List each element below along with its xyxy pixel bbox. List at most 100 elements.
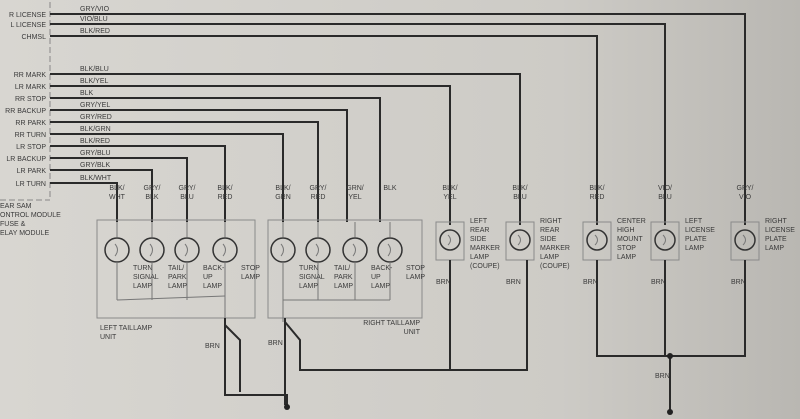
bulb-icon [439, 229, 461, 251]
lamp-label: TAIL/ [334, 265, 350, 272]
ground-wire-label: BRN [268, 340, 283, 347]
wire-color-label: VIO [739, 194, 752, 201]
lamp-label: MARKER [540, 245, 570, 252]
lamp-label: PARK [334, 274, 353, 281]
lamp-label: LAMP [299, 283, 318, 290]
ground-wire [284, 260, 528, 371]
wire-color-label: BLK/ [275, 185, 290, 192]
module-pin-label: LR MARK [15, 84, 46, 91]
lamp-label: LAMP [203, 283, 222, 290]
wire-color-label: GRY/RED [80, 114, 112, 121]
splice-point [667, 353, 673, 359]
module-pin-label: L LICENSE [10, 22, 46, 29]
lamp-label: (COUPE) [470, 263, 500, 270]
wire-trace [50, 157, 188, 222]
wire-color-label: VIO/ [658, 185, 672, 192]
unit-name: LEFT TAILLAMP [100, 325, 152, 332]
unit-name: UNIT [100, 334, 117, 341]
ground-wire-label: BRN [583, 279, 598, 286]
bulb-icon [509, 229, 531, 251]
ground-point [667, 409, 673, 415]
wire-color-label: GRY/VIO [80, 6, 110, 13]
lamp-label: STOP [617, 245, 636, 252]
wire-trace [50, 121, 319, 222]
module-name: FUSE & [0, 221, 26, 228]
wire-color-label: BLK/ [589, 185, 604, 192]
wire-trace [50, 97, 381, 222]
lamp-label: SIDE [470, 236, 487, 243]
lamp-label: SIDE [540, 236, 557, 243]
wire-color-label: BLK/WHT [80, 175, 112, 182]
ground-wire-label: BRN [506, 279, 521, 286]
left-unit: BLK/WHTTURNSIGNALLAMPGRY/BLKTAIL/PARKLAM… [96, 185, 260, 341]
wire-color-label: BLK/BLU [80, 66, 109, 73]
wire-color-label: BLK/ [512, 185, 527, 192]
wire-color-label: GRY/ [310, 185, 327, 192]
lamp-label: CENTER [617, 218, 646, 225]
wire-color-label: YEL [443, 194, 456, 201]
lamp-label: LAMP [371, 283, 390, 290]
unit-name: UNIT [404, 329, 421, 336]
module-name: ONTROL MODULE [0, 212, 61, 219]
wire-trace [50, 73, 521, 225]
lamp-label: BACK- [203, 265, 225, 272]
ground-circuit: BRN BRN BRN [205, 260, 746, 415]
lamp-label: LICENSE [765, 227, 795, 234]
lamp-label: UP [371, 274, 381, 281]
lamp-label: SIGNAL [299, 274, 325, 281]
module-pin-label: R LICENSE [9, 12, 46, 19]
ground-wire-label: BRN [731, 279, 746, 286]
wire-r-license: R LICENSE GRY/VIO [9, 6, 746, 225]
lamp-label: TURN [299, 265, 318, 272]
lamp-label: STOP [406, 265, 425, 272]
wire-trace [50, 23, 666, 225]
lamp-label: RIGHT [540, 218, 563, 225]
wire-color-label: GRY/ [179, 185, 196, 192]
lamp-label: LICENSE [685, 227, 715, 234]
lamp-label: BACK- [371, 265, 393, 272]
lamp-label: LAMP [241, 274, 260, 281]
unit-outline [96, 219, 256, 319]
wire-color-label: RED [311, 194, 326, 201]
wire-trace [50, 13, 746, 225]
module-name: EAR SAM [0, 203, 32, 210]
bulb-icon [654, 229, 676, 251]
ground-wire-label: BRN [655, 373, 670, 380]
module-pin-label: LR STOP [16, 144, 46, 151]
wire-color-label: BLK/RED [80, 28, 110, 35]
lamp-label: (COUPE) [540, 263, 570, 270]
wire-color-label: GRY/YEL [80, 102, 110, 109]
wire-trace [50, 109, 348, 222]
wire-color-label: GRY/BLK [80, 162, 111, 169]
ground-wire-label: BRN [651, 279, 666, 286]
wire-color-label: BLU [513, 194, 527, 201]
lamp-label: STOP [241, 265, 260, 272]
lamp-label: LAMP [540, 254, 559, 261]
lamp-label: SIGNAL [133, 274, 159, 281]
lamp-label: MOUNT [617, 236, 643, 243]
bulb-icon [734, 229, 756, 251]
wire-color-label: GRY/ [144, 185, 161, 192]
module-pin-label: LR PARK [17, 168, 47, 175]
unit-name: RIGHT TAILLAMP [363, 320, 420, 327]
wire-trace [50, 169, 153, 222]
wire-color-label: BLK/ [109, 185, 124, 192]
wire-lr-park: LR PARK GRY/BLK [17, 162, 153, 222]
module-name: ELAY MODULE [0, 230, 49, 237]
bulb-icon [586, 229, 608, 251]
lamp-label: PLATE [685, 236, 707, 243]
ground-wire [224, 324, 241, 392]
lamp-label: LEFT [470, 218, 488, 225]
